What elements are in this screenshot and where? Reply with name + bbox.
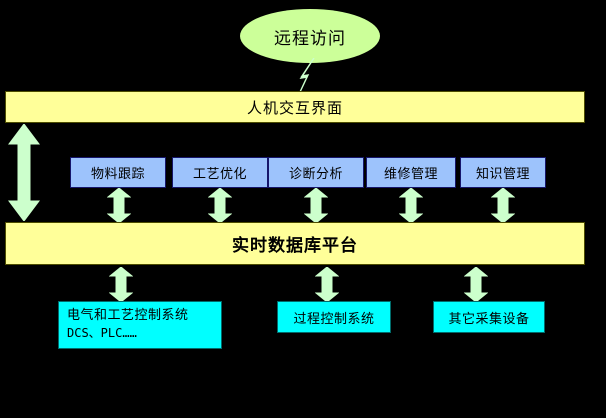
module-box-maintenance-management[interactable]: 维修管理 [366,157,456,188]
remote-access-node[interactable]: 远程访问 [240,9,380,63]
module-box-process-optimization[interactable]: 工艺优化 [172,157,268,188]
database-platform-label: 实时数据库平台 [232,236,358,256]
hmi-bar[interactable]: 人机交互界面 [5,91,585,123]
source-box-electrical-process-control[interactable]: 电气和工艺控制系统 DCS、PLC…… [58,301,222,349]
remote-access-label: 远程访问 [274,28,346,49]
source-label-primary: 其它采集设备 [448,311,530,327]
module-box-diagnostic-analysis[interactable]: 诊断分析 [268,157,364,188]
database-platform-bar[interactable]: 实时数据库平台 [5,222,585,265]
double-arrow-up-down [315,267,339,302]
double-arrow-up-down [109,267,133,302]
lightning-bolt-icon [296,57,322,93]
double-arrow-up-down [491,188,515,223]
double-arrow-up-down [304,188,328,223]
source-box-other-acquisition-devices[interactable]: 其它采集设备 [433,301,545,333]
module-label: 知识管理 [475,167,530,182]
module-label: 工艺优化 [192,167,247,182]
module-label: 物料跟踪 [90,167,145,182]
vertical-double-arrow [8,124,40,221]
source-label-secondary: DCS、PLC…… [67,326,137,340]
source-label-primary: 过程控制系统 [293,311,375,327]
double-arrow-up-down [208,188,232,223]
double-arrow-up-down [399,188,423,223]
hmi-bar-label: 人机交互界面 [246,98,343,117]
source-label-primary: 电气和工艺控制系统 [67,308,189,323]
double-arrow-up-down [464,267,488,302]
module-label: 诊断分析 [288,167,343,182]
source-box-process-control-system[interactable]: 过程控制系统 [277,301,391,333]
module-label: 维修管理 [383,167,438,182]
module-box-knowledge-management[interactable]: 知识管理 [460,157,546,188]
double-arrow-up-down [107,188,131,223]
module-box-material-tracking[interactable]: 物料跟踪 [70,157,166,188]
